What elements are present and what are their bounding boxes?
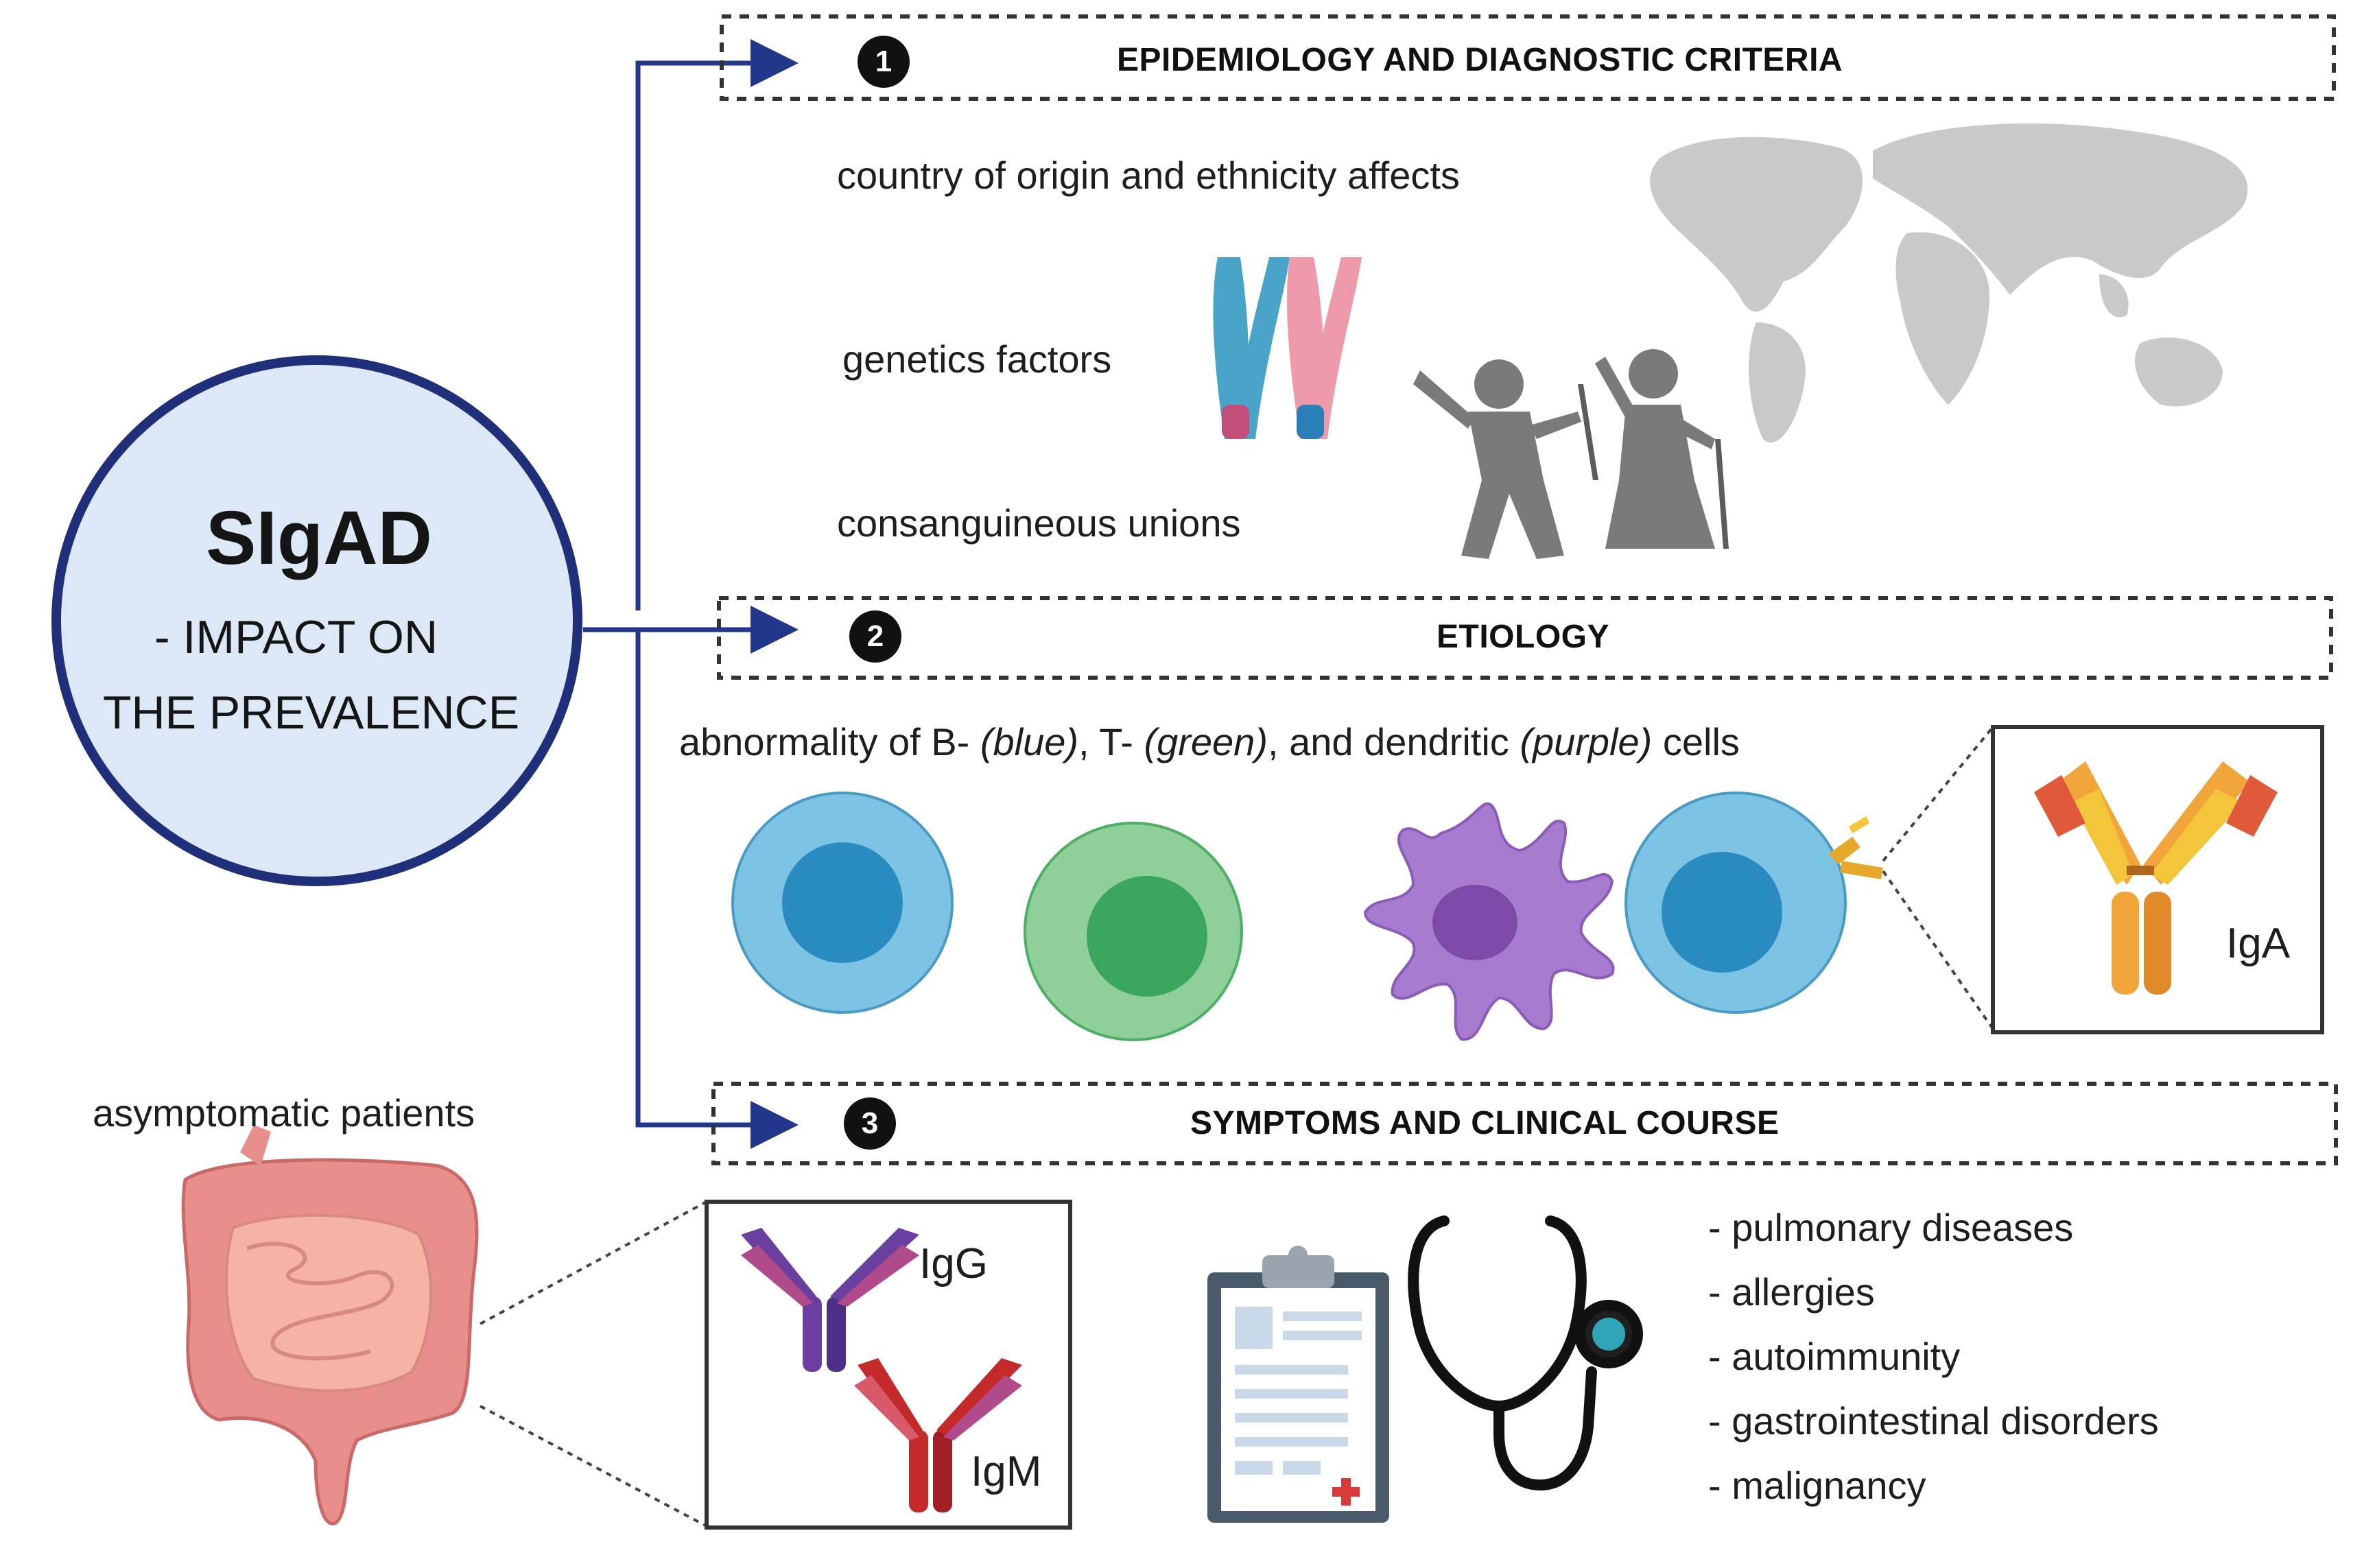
iga-label: IgA [2226,920,2291,967]
arrow-to-section-3 [635,630,799,1149]
igm-label: IgM [971,1448,1042,1495]
world-map-icon [1650,123,2248,443]
etiology-green: (green) [1144,720,1268,763]
stethoscope-icon [1408,1215,1643,1491]
section-1-box [720,14,2336,101]
section-2-title: ETIOLOGY [1437,619,1610,655]
etiology-description: abnormality of B- (blue), T- (green), an… [679,723,1740,761]
symptom-item: - pulmonary diseases [1708,1206,2074,1249]
epidemiology-item: consanguineous unions [837,501,1241,545]
etiology-text-mid2: , and dendritic [1267,720,1520,763]
section-1-title: EPIDEMIOLOGY AND DIAGNOSTIC CRITERIA [1117,42,1843,78]
asymptomatic-label: asymptomatic patients [93,1091,475,1135]
section-2-box [717,596,2333,680]
section-3-title: SYMPTOMS AND CLINICAL COURSE [1190,1105,1780,1141]
dendritic-cell [1363,802,1615,1041]
b-cell-with-iga [1624,792,1883,1014]
elderly-couple-icon [1413,349,1729,559]
igg-antibody-icon [741,1228,919,1372]
symptom-item: - malignancy [1708,1464,1926,1507]
section-2-number: 2 [849,610,901,663]
symptom-item: - gastrointestinal disorders [1708,1399,2159,1442]
section-3-number: 3 [844,1097,896,1150]
epidemiology-item: country of origin and ethnicity affects [837,154,1460,197]
etiology-purple: (purple) [1520,720,1653,763]
igg-label: IgG [919,1240,988,1287]
symptom-item: - autoimmunity [1708,1335,1961,1378]
etiology-text-mid1: , T- [1078,720,1144,763]
center-title: SIgAD [206,496,432,580]
clipboard-icon [1207,1246,1389,1523]
chromosomes-icon [1213,257,1362,439]
epidemiology-item: genetics factors [842,337,1112,381]
center-subtitle-line1: - IMPACT ON [154,611,438,663]
center-subtitle-line2: THE PREVALENCE [103,687,520,739]
symptom-item: - allergies [1708,1270,1875,1314]
section-3-box [711,1082,2338,1165]
connector-arrows [583,39,799,1149]
center-circle [51,355,582,886]
intestine-icon [181,1125,479,1525]
igm-antibody-icon [854,1358,1022,1512]
iga-antibody-icon [2034,761,2278,995]
etiology-text-suffix: cells [1652,720,1740,763]
section-1-number: 1 [858,36,910,88]
intestine-zoom-lines [480,1200,707,1528]
arrow-to-section-1 [635,39,799,610]
t-cell [1024,822,1243,1041]
etiology-blue: (blue) [980,720,1079,763]
iga-zoom-lines [1882,726,1994,1030]
etiology-text-prefix: abnormality of B- [679,720,980,763]
b-cell [731,792,954,1014]
